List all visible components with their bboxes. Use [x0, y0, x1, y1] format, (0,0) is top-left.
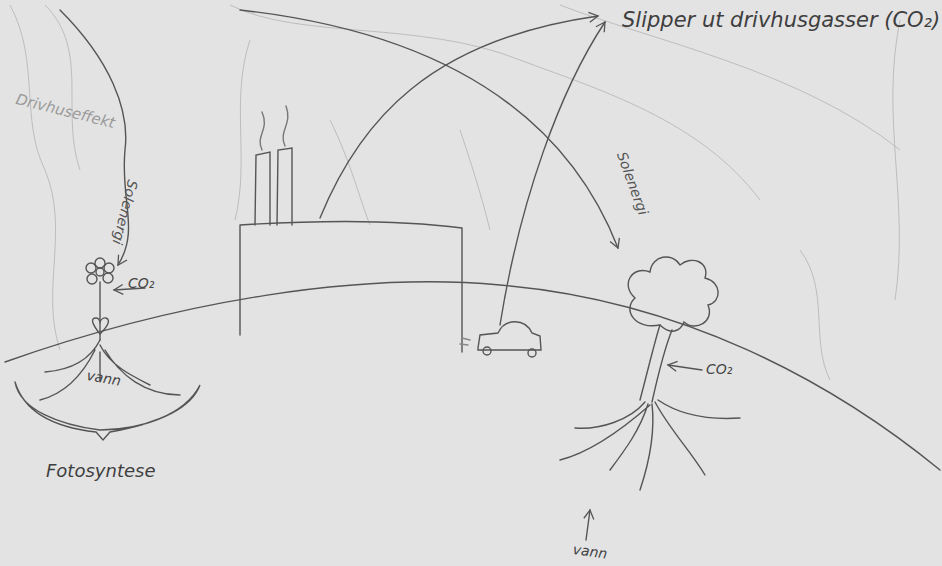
pencil-drawing: [5, 10, 940, 540]
handwritten-label: vann: [86, 368, 123, 388]
stem: [99, 282, 100, 340]
emission-arrow: [500, 22, 605, 325]
sun-arrow: [240, 10, 618, 248]
handwritten-label: CO₂: [706, 362, 732, 376]
roots: [40, 340, 180, 400]
earth-horizon: [5, 282, 940, 470]
handwritten-label: Slipper ut drivhusgasser (CO₂): [622, 10, 940, 31]
handwritten-label: Drivhuseffekt: [14, 92, 116, 131]
flower-center: [96, 268, 104, 276]
roots: [560, 400, 740, 490]
handwritten-label: vann: [572, 542, 608, 561]
co2-arrow: [668, 365, 702, 370]
tree-trunk: [640, 325, 672, 402]
factory: [240, 222, 462, 352]
handwritten-label: CO₂: [128, 276, 154, 290]
exhaust: [460, 338, 470, 345]
tree-crown: [628, 257, 718, 331]
smoke: [260, 106, 288, 150]
handwritten-label: Fotosyntese: [46, 462, 155, 480]
water-arrow: [586, 510, 590, 540]
leaf-bowl: [15, 382, 200, 440]
car-wheel: [528, 349, 536, 357]
heart-leaf: [93, 318, 109, 334]
handwritten-label: Solenergi: [615, 150, 651, 217]
car: [478, 322, 541, 350]
atmosphere-lines: [10, 5, 900, 380]
chimney: [255, 148, 292, 225]
car-wheel: [483, 347, 491, 355]
handwritten-label: Solenergi: [110, 179, 140, 246]
